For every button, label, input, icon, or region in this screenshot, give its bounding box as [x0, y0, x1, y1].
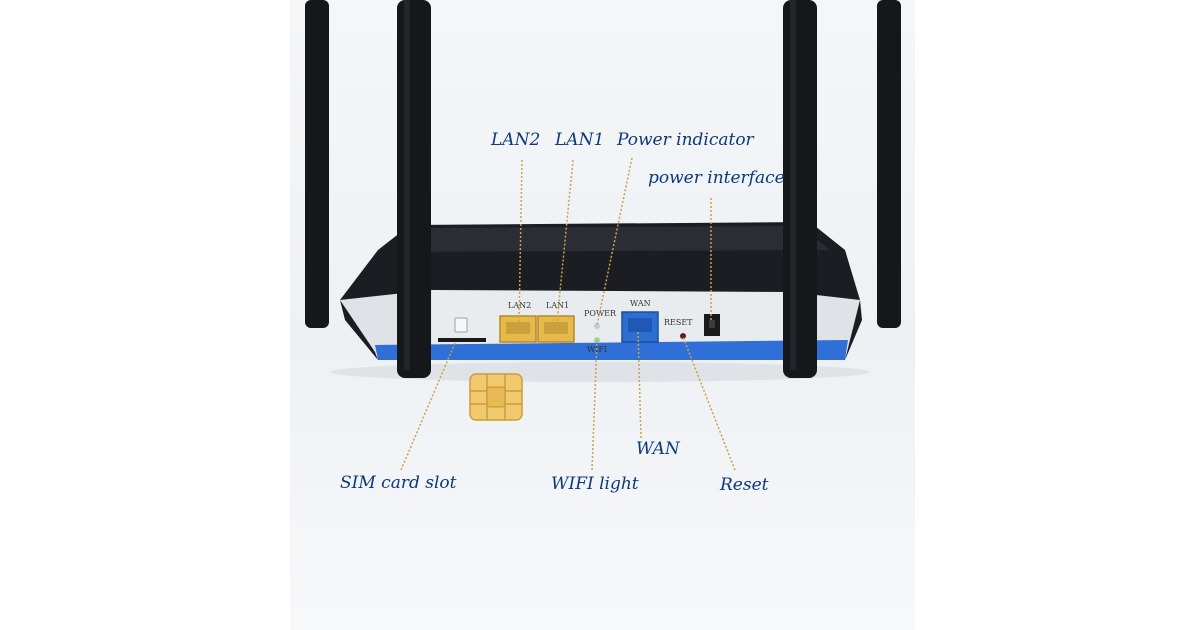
callout-power-interface: power interface	[648, 168, 785, 188]
leader-wifi	[591, 339, 598, 471]
panel-label-lan1: LAN1	[546, 301, 569, 310]
leader-sim	[400, 342, 456, 471]
panel-label-wan: WAN	[630, 299, 651, 308]
panel-label-power: POWER	[584, 309, 617, 318]
reset-hole	[680, 333, 686, 339]
sim-slot	[438, 338, 486, 342]
antenna-far-right	[877, 0, 901, 328]
leader-power-indicator	[596, 157, 633, 326]
router-blue-trim	[375, 340, 848, 360]
leader-lan2	[518, 159, 523, 323]
leader-lan1	[556, 159, 574, 323]
callout-power-indicator: Power indicator	[617, 130, 754, 150]
antenna-far-left	[305, 0, 329, 328]
callout-lan2: LAN2	[491, 130, 541, 150]
antenna-left	[397, 0, 431, 378]
sim-slot-icon	[454, 317, 468, 333]
panel-label-reset: RESET	[664, 318, 693, 327]
callout-wifi-light: WIFI light	[551, 474, 639, 494]
callout-reset: Reset	[720, 475, 769, 495]
antenna-right	[783, 0, 817, 378]
power-led	[594, 323, 600, 329]
router-shadow	[330, 362, 870, 382]
wifi-led	[594, 337, 600, 343]
callout-wan: WAN	[636, 439, 680, 459]
callout-sim-card-slot: SIM card slot	[340, 473, 457, 493]
callout-lan1: LAN1	[555, 130, 605, 150]
